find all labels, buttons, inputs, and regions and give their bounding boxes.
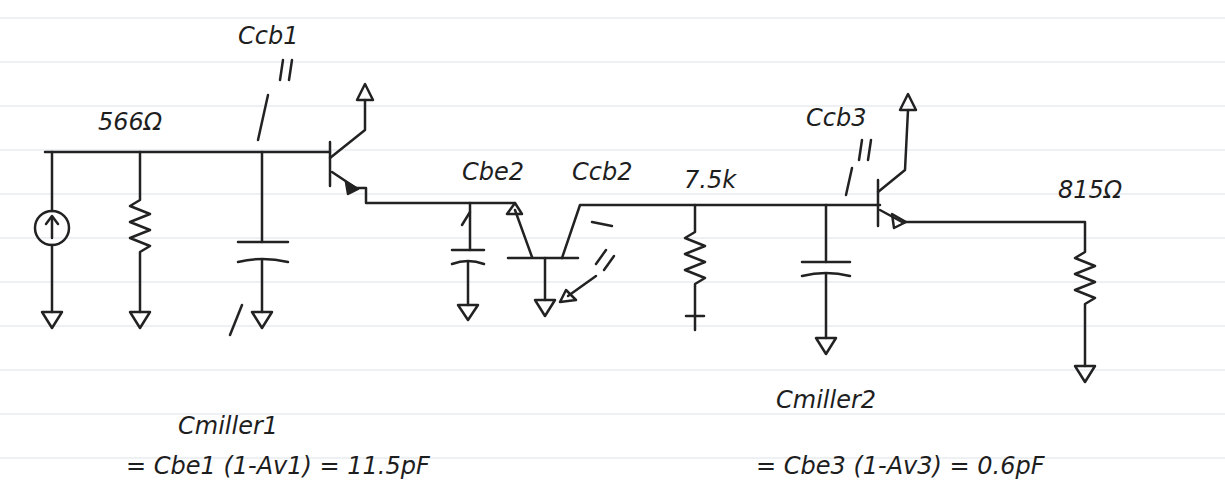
component-value: 566Ω <box>98 108 162 137</box>
capacitor-symbol <box>802 205 850 354</box>
equation-note: = Cbe3 (1-Av3) = 0.6pF <box>756 452 1045 481</box>
wire <box>45 151 330 154</box>
component-label: Ccb2 <box>572 158 632 187</box>
component-value: 815Ω <box>1058 176 1122 205</box>
ruled-lines <box>0 18 1225 458</box>
component-label: Cmiller1 <box>178 412 278 441</box>
resistor-symbol <box>130 152 150 328</box>
capacitor-symbol <box>846 140 871 195</box>
capacitor-symbol <box>258 60 292 140</box>
capacitor-symbol <box>230 152 288 335</box>
transistor-symbol <box>507 203 880 316</box>
component-label: Ccb3 <box>806 104 866 133</box>
current-source <box>35 152 69 328</box>
component-label: Cmiller2 <box>776 386 876 415</box>
transistor-symbol <box>878 94 1095 382</box>
component-value: 7.5k <box>684 166 736 195</box>
resistor-symbol <box>685 205 705 330</box>
capacitor-symbol <box>560 222 614 302</box>
capacitor-symbol <box>452 203 484 320</box>
component-label: Cbe2 <box>462 158 524 187</box>
equation-note: = Cbe1 (1-Av1) = 11.5pF <box>126 452 430 481</box>
component-label: Ccb1 <box>238 22 298 51</box>
